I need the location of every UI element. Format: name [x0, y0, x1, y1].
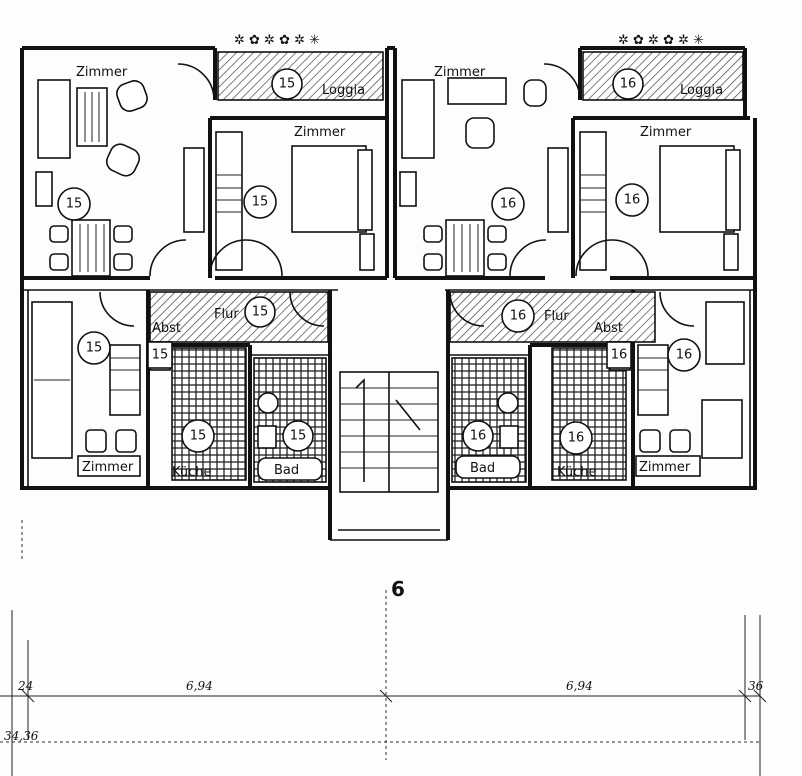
room-label-loggia: Loggia	[680, 83, 723, 98]
room-label-zimmer: Zimmer	[640, 125, 692, 140]
marker-number: 16	[624, 193, 641, 208]
marker-number: 15	[290, 429, 307, 444]
outer-walls	[20, 46, 757, 541]
label-box	[455, 455, 521, 479]
room-label-flur: Flur	[544, 309, 569, 324]
room-label-zimmer: Zimmer	[294, 125, 346, 140]
dimension-label: 34,36	[4, 729, 39, 743]
room-label-kueche: Küche	[557, 465, 597, 480]
room-label-zimmer: Zimmer	[434, 65, 486, 80]
marker-number: 16	[470, 429, 487, 444]
room-label-kueche: Küche	[172, 465, 212, 480]
marker-number: 16	[500, 197, 517, 212]
left-unit-walls	[27, 48, 385, 488]
room-label-zimmer: Zimmer	[76, 65, 128, 80]
marker-number: 16	[620, 77, 637, 92]
label-box	[257, 457, 323, 481]
dimension-label: 24	[17, 679, 33, 693]
loggia-plants-right: ✲ ✿ ✲ ✿ ✲ ✳	[618, 33, 704, 48]
staircase	[339, 371, 439, 493]
unit-markers-16: 16 16 16 16 16 16 16 16	[462, 68, 701, 455]
left-furniture	[31, 79, 375, 459]
dimension-label: 6,94	[566, 679, 593, 693]
hall-right	[449, 291, 656, 343]
room-label-abst: Abst	[594, 321, 623, 336]
loggia-plants-left: ✲ ✿ ✲ ✿ ✲ ✳	[234, 33, 320, 48]
marker-number: 15	[152, 348, 169, 363]
label-box	[635, 455, 701, 477]
room-label-flur: Flur	[214, 307, 239, 322]
hall-left	[149, 291, 329, 343]
marker-number: 16	[510, 309, 527, 324]
marker-number: 15	[190, 429, 207, 444]
marker-number: 15	[252, 305, 269, 320]
room-label-zimmer: Zimmer	[639, 460, 691, 475]
marker-number: 15	[252, 195, 269, 210]
label-box	[77, 455, 141, 477]
marker-number: 16	[676, 348, 693, 363]
door-swings	[99, 63, 695, 327]
room-label-loggia: Loggia	[322, 83, 365, 98]
marker-number: 15	[86, 341, 103, 356]
dimension-label: 6,94	[186, 679, 213, 693]
unit-markers-15: 15 15 15 15 15 15 15 15	[57, 68, 314, 453]
marker-number: 15	[66, 197, 83, 212]
figure-number: 6	[391, 577, 405, 601]
room-label-abst: Abst	[152, 321, 181, 336]
marker-number: 16	[611, 348, 628, 363]
marker-number: 16	[568, 431, 585, 446]
dimension-label: 36	[748, 679, 764, 693]
room-label-bad: Bad	[470, 461, 495, 476]
dimension-lines	[0, 520, 767, 776]
marker-number: 15	[279, 77, 296, 92]
loggia-right	[582, 51, 744, 101]
room-label-bad: Bad	[274, 463, 299, 478]
kitchen-tiles-left	[171, 347, 247, 481]
room-label-zimmer: Zimmer	[82, 460, 134, 475]
